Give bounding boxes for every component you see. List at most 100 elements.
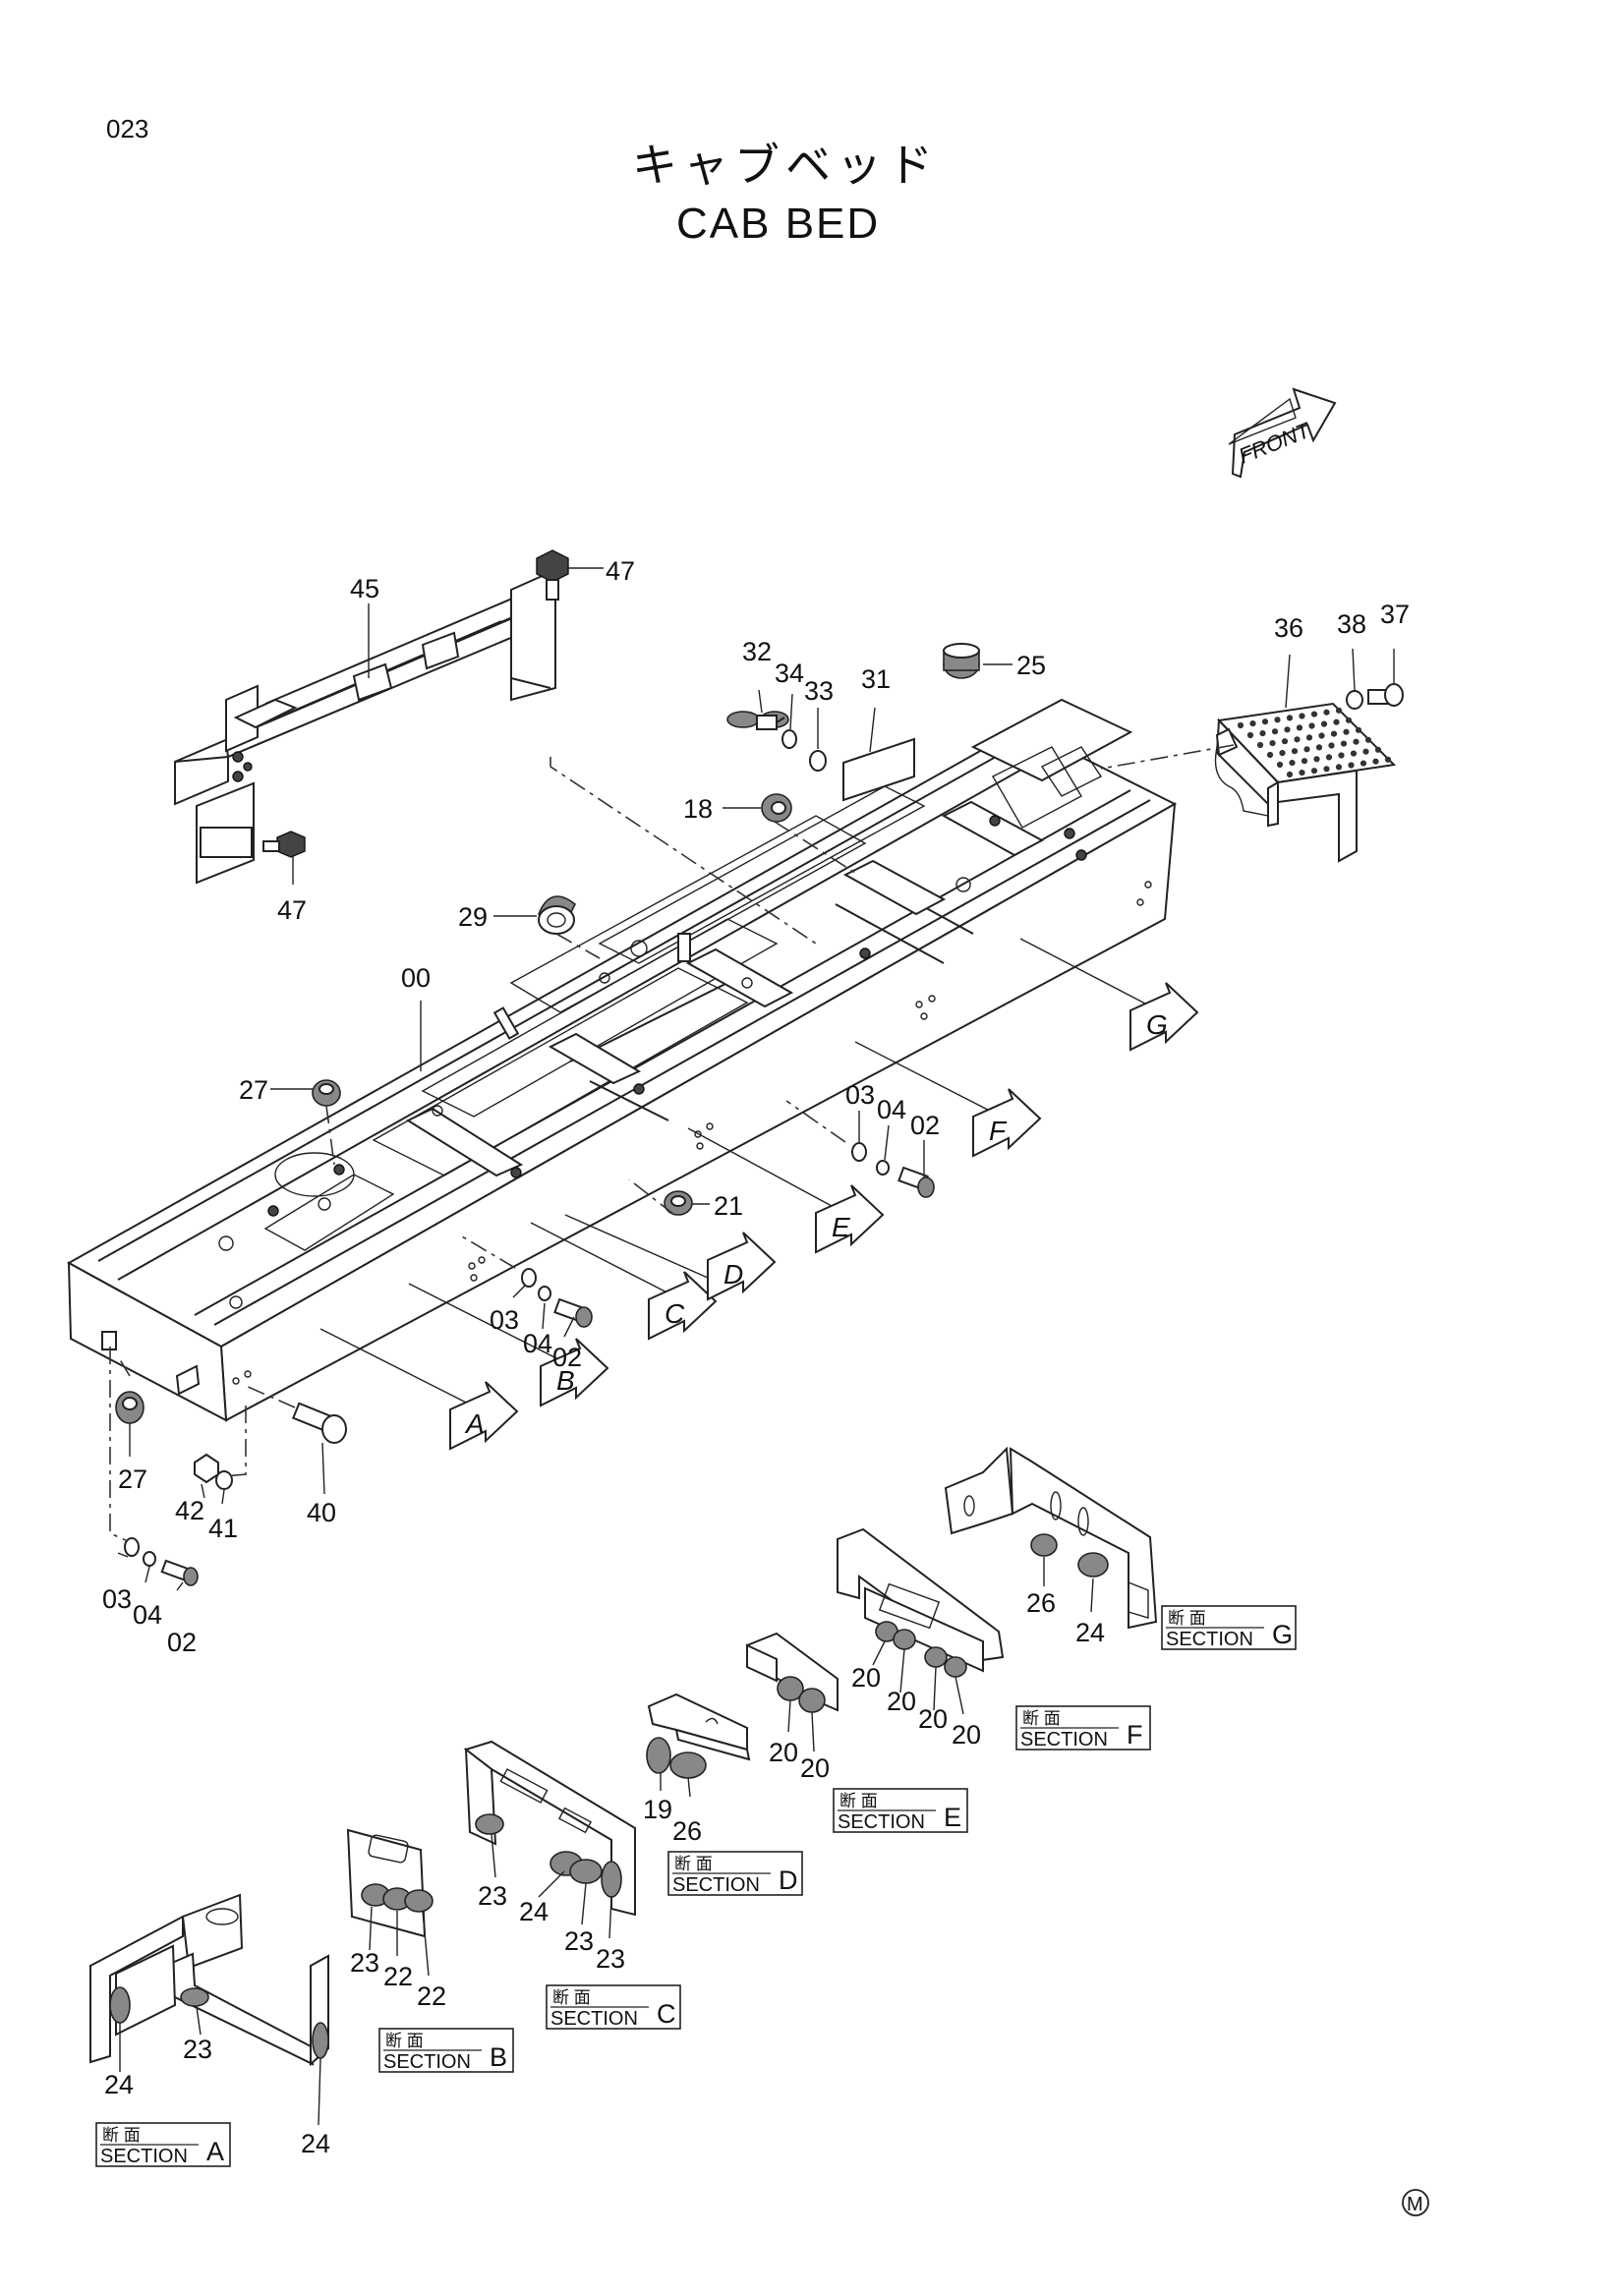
section-a-part-2: 23 [183,2035,212,2064]
section-arrow-letter: D [723,1259,743,1290]
perforation-hole [1299,770,1305,776]
perforation-hole [1259,730,1266,737]
part-18-grommet [761,793,792,823]
part-42-nut [194,1453,219,1484]
part-25-grommet [943,643,980,679]
section-d-part-2: 26 [672,1816,702,1846]
section-c-detail: 23 24 23 23 [463,1740,636,1974]
section-word: SECTION [838,1811,925,1833]
callout-31: 31 [861,664,891,694]
perforation-hole [1318,732,1325,739]
callout-27-top: 27 [239,1075,268,1105]
callout-25: 25 [1016,651,1046,680]
perforation-hole [1323,766,1330,773]
section-arrow-c: C [648,1271,718,1341]
title-japanese: キャブベッド [632,140,939,191]
callout-21: 21 [714,1191,743,1221]
part-02-bolt-right [897,1166,935,1198]
callouts: 45 47 47 32 34 33 31 25 36 38 37 18 29 0… [102,556,1410,1657]
callout-02-middle: 02 [552,1343,582,1372]
part-21-grommet [664,1190,693,1216]
callout-03-middle: 03 [490,1305,519,1335]
part-00-main-frame [66,698,1178,1422]
callout-47-top: 47 [606,556,635,586]
section-kanji: 断 面 [552,1988,591,2007]
section-kanji: 断 面 [1168,1609,1206,1628]
section-kanji: 断 面 [839,1792,878,1810]
perforation-hole [1261,718,1269,725]
perforation-hole [1284,726,1291,733]
callout-02-right: 02 [910,1111,940,1140]
section-arrow-letter: E [832,1212,850,1242]
part-37-bolt [1367,683,1404,707]
callout-18: 18 [683,794,713,824]
section-c-part-4: 23 [596,1944,625,1974]
section-kanji: 断 面 [1022,1709,1061,1728]
part-36-step-plate [1214,702,1397,863]
perforation-hole [1364,736,1372,743]
section-a-part-1: 24 [104,2070,134,2099]
part-04-washer-bottom [143,1551,156,1567]
page-number: 023 [106,114,148,144]
section-b-part-1: 23 [350,1948,379,1978]
section-letter: F [1127,1720,1143,1750]
part-27-grommet-top [312,1079,341,1107]
part-02-bolt-middle [553,1297,593,1328]
section-arrow-letter: F [989,1116,1008,1146]
section-letter: D [779,1866,798,1895]
perforation-hole [1274,717,1281,723]
section-f-part-2: 20 [887,1687,916,1716]
section-d-detail: 19 26 [643,1693,751,1846]
callout-04-right: 04 [877,1095,906,1124]
part-31-plate [842,737,915,802]
callout-04-bottom: 04 [133,1600,162,1630]
section-kanji: 断 面 [102,2126,141,2145]
part-33-washer [809,750,827,772]
perforation-hole [1276,761,1284,769]
callout-40: 40 [307,1498,336,1527]
perforation-hole [1294,736,1301,743]
section-c-part-1: 23 [478,1881,507,1911]
section-arrow-letter: A [464,1408,485,1439]
perforation-hole [1266,751,1274,759]
callout-34: 34 [775,659,804,688]
perforation-hole [1328,742,1335,749]
perforation-hole [1271,728,1279,735]
perforation-hole [1330,730,1338,737]
part-47-bolt-bottom [262,831,306,858]
section-word: SECTION [100,2146,188,2167]
section-arrow-e: E [815,1184,885,1254]
callout-36: 36 [1274,613,1303,643]
perforation-hole [1374,746,1382,753]
callout-42: 42 [175,1496,204,1525]
perforation-hole [1348,762,1355,769]
perforation-hole [1299,713,1305,719]
part-32-wing-nut [726,711,789,730]
perforation-hole [1320,720,1328,727]
perforation-hole [1279,750,1286,757]
section-c-part-3: 23 [564,1926,594,1956]
perforation-hole [1237,721,1244,729]
callout-00: 00 [401,963,431,993]
part-40-bolt [292,1402,347,1444]
part-29-clip [537,895,577,935]
svg-text:M: M [1407,2194,1423,2215]
section-e-part-1: 20 [769,1738,798,1767]
perforation-hole [1384,756,1392,763]
section-f-part-4: 20 [952,1720,981,1750]
section-letter: A [206,2137,224,2166]
perforation-hole [1305,734,1313,741]
section-b-detail: 23 22 22 [346,1828,446,2011]
perforation-hole [1372,758,1379,765]
callout-45: 45 [350,574,379,603]
section-e-detail: 20 20 [745,1632,839,1783]
section-arrow-letter: C [665,1298,685,1329]
section-letter: G [1272,1620,1293,1649]
perforation-hole [1256,741,1264,749]
section-arrow-d: D [707,1232,777,1301]
perforation-hole [1246,731,1254,739]
part-27-grommet-bottom [115,1391,145,1424]
